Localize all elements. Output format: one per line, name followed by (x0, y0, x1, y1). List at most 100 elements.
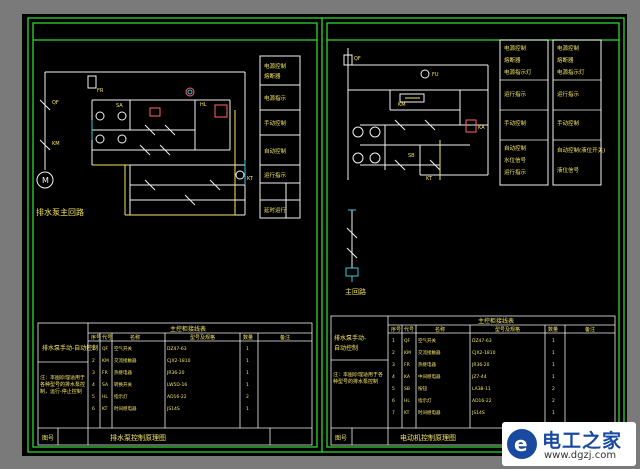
right-fna-0: 电源控制 (504, 44, 527, 52)
right-tb-cell: 空气开关 (418, 337, 436, 344)
left-tb-cell: DZ47-63 (167, 346, 187, 352)
right-fnb-0: 电源控制 (557, 44, 580, 52)
right-tb-caption-2: 自动控制 (334, 344, 358, 352)
left-circuit-yellow (92, 110, 236, 216)
right-tb-cell: JR36-20 (471, 362, 490, 368)
left-tb-cell: CJX2-1810 (167, 358, 191, 364)
right-tb-cell: 1 (552, 410, 555, 416)
left-fn-2: 电源指示 (264, 94, 287, 102)
left-tb-cell: 热继电器 (114, 369, 132, 376)
left-motor-caption: 排水泵主回路 (36, 207, 84, 217)
motor-symbol: M (36, 171, 54, 189)
right-main-caption: 主回路 (345, 287, 366, 296)
right-tb-cell: 交流接触器 (418, 349, 441, 356)
right-tb-cell: 4 (392, 374, 395, 380)
right-tb-drawing-name: 电动机控制原理图 (400, 433, 456, 442)
right-tb-cell: 6 (392, 398, 395, 404)
right-circuit-cyan (348, 209, 356, 282)
right-tb-cell: KM (404, 350, 411, 356)
left-title-block (37, 322, 313, 446)
watermark: e 电工之家 www.dgzj.com (502, 422, 636, 466)
right-tb-cell: 按钮 (418, 385, 427, 392)
right-tb-cell: 1 (552, 338, 555, 344)
right-tb-h2: 名称 (435, 326, 445, 333)
left-label-1: KM (52, 141, 60, 147)
right-tb-h5: 备注 (585, 326, 595, 333)
left-tb-h3: 型号及规格 (190, 334, 215, 341)
left-title-block-text: 主控柜接线表 排水泵手动-自动控制 注：本图原理适用于各种型号的排水泵控制，运行… (40, 325, 290, 442)
right-label-2: KM (398, 102, 406, 108)
left-function-column: 电源控制 熔断器 电源指示 手动控制 自动控制 运行指示 延时运行 (259, 55, 301, 219)
left-fn-4: 自动控制 (264, 147, 287, 155)
left-tb-cell: 2 (92, 358, 95, 364)
right-circuit (343, 48, 489, 277)
right-fnb-5: 自动控制(液位开关) (557, 146, 605, 154)
left-tb-cell: 交流接触器 (114, 357, 137, 364)
left-fn-5: 运行指示 (264, 171, 287, 179)
right-tb-note: 注：本图原理适用于各种型号的排水泵控制 (333, 372, 384, 385)
right-tb-cell: 时间继电器 (418, 409, 441, 416)
left-tb-note: 注：本图原理适用于各种型号的排水泵控制，运行-停止控制 (40, 375, 86, 395)
left-component-labels: QF KM FR SA HL KT (52, 88, 254, 182)
right-fnb-2: 电源指示灯 (557, 68, 585, 76)
left-tb-cell: 1 (246, 382, 249, 388)
right-tb-cell: JS14S (471, 410, 485, 416)
right-tb-cell: 2 (392, 350, 395, 356)
watermark-logo-icon: e (507, 429, 537, 459)
right-label-0: QF (354, 56, 361, 62)
left-label-5: KT (247, 176, 254, 182)
right-tb-title: 主控柜接线表 (478, 317, 514, 325)
right-tb-cell: 热继电器 (418, 361, 436, 368)
right-fnb-6: 液位信号 (557, 166, 580, 174)
left-tb-cell: 转换开关 (114, 381, 132, 388)
right-fnb-1: 熔断器 (557, 56, 574, 64)
right-tb-cell: 2 (552, 386, 555, 392)
left-tb-cell: KT (102, 406, 108, 412)
left-tb-cell: LW5D-16 (167, 382, 187, 388)
right-tb-cell: LA38-11 (472, 386, 491, 392)
right-component-labels: QF FU KM KA SB KT (354, 56, 485, 182)
right-fna-3: 运行指示 (504, 90, 527, 98)
left-tb-h1: 代号 (102, 334, 112, 341)
left-label-2: FR (97, 88, 104, 94)
left-fn-1: 熔断器 (264, 72, 281, 80)
left-tb-cell: SA (102, 382, 109, 388)
left-tb-cell: 1 (246, 370, 249, 376)
left-tb-cell: HL (102, 394, 108, 400)
right-tb-cell: 1 (552, 350, 555, 356)
right-tb-cell: 1 (552, 362, 555, 368)
left-tb-cell: 6 (92, 406, 95, 412)
right-tb-cell: 1 (392, 338, 395, 344)
left-tb-cell: FR (102, 370, 108, 376)
left-tb-cell: QF (102, 346, 109, 352)
right-fna-4: 手动控制 (504, 119, 527, 127)
right-fnb-3: 运行指示 (557, 90, 580, 98)
right-fnb-4: 手动控制 (557, 119, 580, 127)
left-tb-cell: 空气开关 (114, 345, 132, 352)
left-tb-cell: 2 (246, 394, 249, 400)
left-tb-sheet-label: 图号 (42, 435, 54, 442)
left-tb-h2: 名称 (130, 334, 140, 341)
right-tb-cell: 3 (392, 362, 395, 368)
right-tb-cell: 7 (392, 410, 395, 416)
right-tb-h1: 代号 (404, 326, 414, 333)
left-label-4: HL (200, 102, 207, 108)
right-label-5: KT (426, 176, 433, 182)
right-tb-h0: 序号 (391, 326, 401, 333)
right-tb-cell: 1 (552, 374, 555, 380)
right-tb-sheet-label: 图号 (335, 435, 347, 442)
left-tb-cell: 3 (92, 370, 95, 376)
left-tb-h4: 数量 (243, 334, 253, 341)
left-tb-title: 主控柜接线表 (170, 325, 206, 333)
left-label-0: QF (52, 100, 59, 106)
right-tb-cell: CJX2-1810 (472, 350, 496, 356)
right-tb-cell: JZ7-44 (471, 374, 487, 380)
left-label-3: SA (116, 103, 123, 109)
left-tb-cell: 1 (246, 406, 249, 412)
right-label-1: FU (432, 72, 439, 78)
left-tb-h0: 序号 (91, 334, 101, 341)
right-fna-7: 运行指示 (504, 168, 527, 176)
right-tb-cell: 指示灯 (418, 397, 432, 404)
